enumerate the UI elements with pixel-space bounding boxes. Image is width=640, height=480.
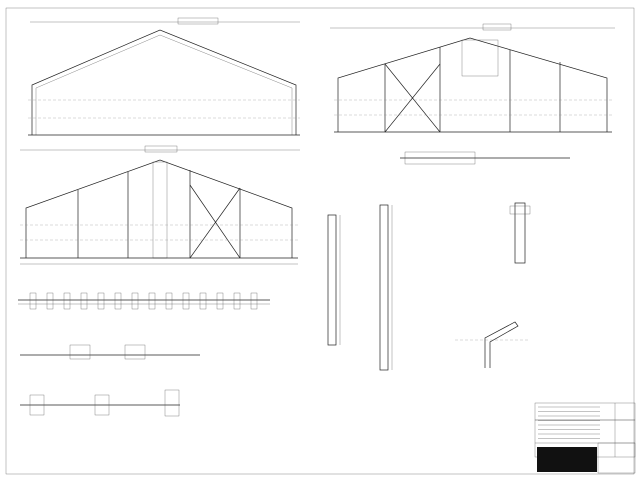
- plan-post: [250, 292, 258, 310]
- section-details-lower-left: [20, 344, 200, 417]
- plan-post: [29, 292, 37, 310]
- view-title-label: [144, 145, 178, 153]
- detail-top-right: [400, 151, 570, 264]
- plan-post: [114, 292, 122, 310]
- plan-post: [233, 292, 241, 310]
- title-block: [534, 402, 636, 474]
- plan-post: [97, 292, 105, 310]
- plan-post: [80, 292, 88, 310]
- column-section-1: [327, 214, 341, 346]
- sheet-border: [5, 7, 635, 475]
- detail-bottom-right: [455, 321, 530, 368]
- title-block-logo-area: [537, 447, 597, 472]
- view-title-label: [482, 23, 512, 31]
- plan-post: [63, 292, 71, 310]
- plan-post: [182, 292, 190, 310]
- plan-post: [148, 292, 156, 310]
- elevation-top-right: [330, 23, 615, 133]
- plan-post: [165, 292, 173, 310]
- column-section-2: [379, 204, 393, 371]
- elevation-top-left: [28, 17, 300, 136]
- section-plan-strip: [18, 292, 270, 310]
- plan-post: [199, 292, 207, 310]
- plan-post: [46, 292, 54, 310]
- view-title-label: [177, 17, 219, 25]
- plan-post: [216, 292, 224, 310]
- plan-post: [131, 292, 139, 310]
- elevation-middle: [20, 145, 300, 265]
